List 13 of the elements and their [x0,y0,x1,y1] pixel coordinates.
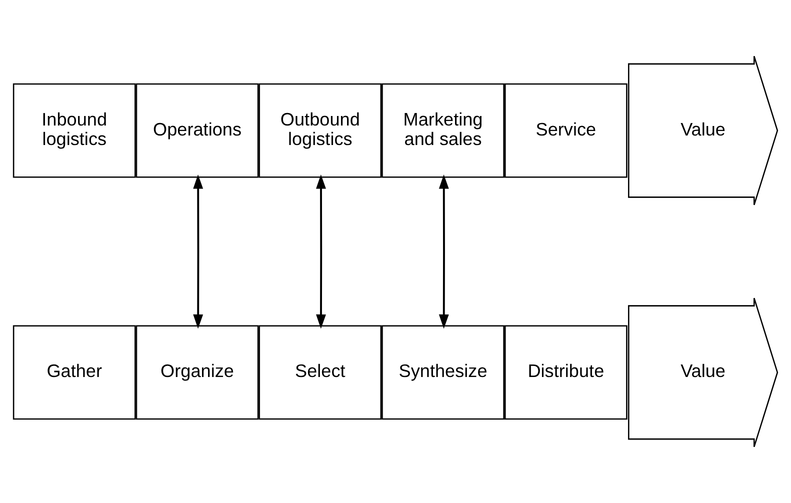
node-box: Distribute [504,325,628,420]
node-box: Outbound logistics [258,83,382,178]
node-box: Organize [136,325,259,420]
node-box: Select [258,325,382,420]
arrow [316,174,326,329]
arrow [193,174,204,329]
node-box: Synthesize [382,325,504,420]
node-box: Service [504,83,628,178]
node-box: Marketing and sales [382,83,504,178]
arrow [438,174,449,329]
node-box: Operations [136,83,259,178]
node-box: Gather [12,325,136,420]
node-box: Inbound logistics [12,83,136,178]
